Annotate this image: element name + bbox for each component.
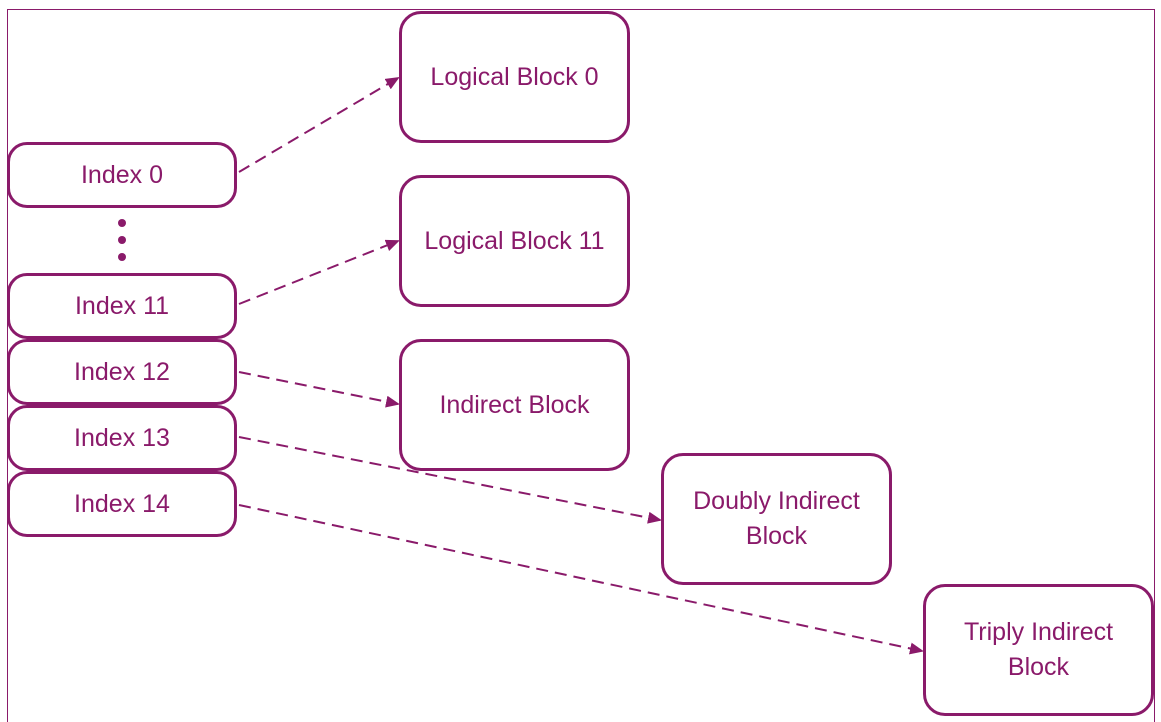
doubly-indirect-block: Doubly Indirect Block [661,453,892,585]
index-entry-14: Index 14 [7,471,237,537]
index-entry-11: Index 11 [7,273,237,339]
ellipsis-dot [118,236,126,244]
triply-indirect-block: Triply Indirect Block [923,584,1154,716]
logical-block-0: Logical Block 0 [399,11,630,143]
ellipsis-dot [118,219,126,227]
edge-index0-logical-block0 [238,76,400,173]
edge-index14-triply-indirect-block [238,504,924,655]
index-entry-13: Index 13 [7,405,237,471]
edge-index12-indirect-block [238,371,400,408]
index-entry-0: Index 0 [7,142,237,208]
indirect-block: Indirect Block [399,339,630,471]
edge-index11-logical-block11 [238,239,400,305]
index-entry-12: Index 12 [7,339,237,405]
logical-block-11: Logical Block 11 [399,175,630,307]
ellipsis-dot [118,253,126,261]
edge-index13-doubly-indirect-block [238,436,662,524]
